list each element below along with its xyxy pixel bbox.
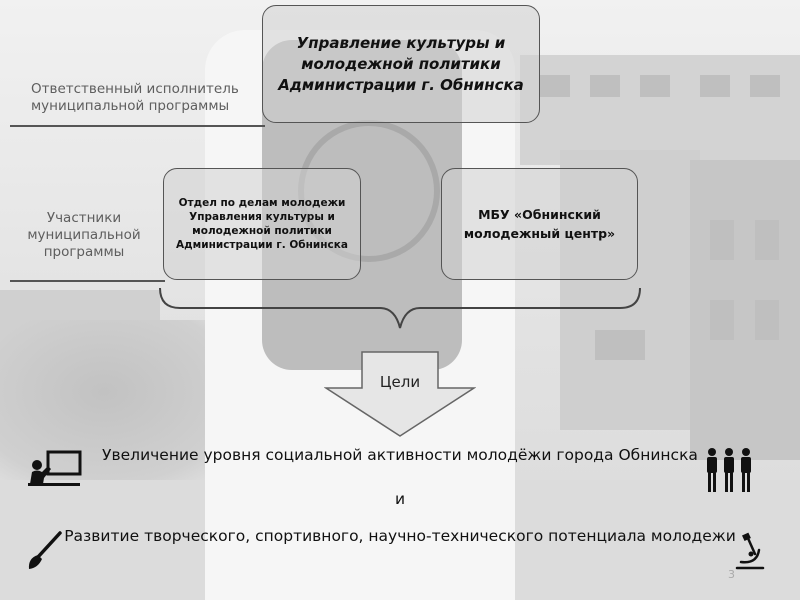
- goals-label: Цели: [379, 373, 421, 391]
- curly-brace: [159, 287, 641, 329]
- goal-conjunction: и: [394, 490, 406, 508]
- divider-line: [10, 125, 265, 127]
- participant-name: МБУ «Обнинский молодежный центр»: [463, 207, 616, 241]
- down-arrow: [324, 351, 476, 437]
- participants-label: Участники муниципальной программы: [27, 210, 141, 260]
- page-number: 3: [728, 568, 735, 581]
- divider-line: [10, 280, 165, 282]
- responsible-executor-label: Ответственный исполнитель муниципальной …: [31, 81, 239, 114]
- participant-name: Отдел по делам молодежи Управления культ…: [176, 197, 348, 251]
- responsible-executor-name: Управление культуры и молодежной политик…: [278, 33, 524, 94]
- goal-social-activity: Увеличение уровня социальной активности …: [102, 446, 698, 464]
- goal-potential-development: Развитие творческого, спортивного, научн…: [64, 527, 736, 545]
- people-group-icon: [707, 448, 751, 492]
- participant-box-youth-department: Отдел по делам молодежи Управления культ…: [163, 168, 361, 280]
- microscope-icon: [735, 532, 765, 570]
- paintbrush-icon: [28, 531, 62, 569]
- teacher-board-icon: [28, 450, 82, 486]
- participant-box-youth-center: МБУ «Обнинский молодежный центр»: [441, 168, 638, 280]
- responsible-executor-box: Управление культуры и молодежной политик…: [262, 5, 540, 123]
